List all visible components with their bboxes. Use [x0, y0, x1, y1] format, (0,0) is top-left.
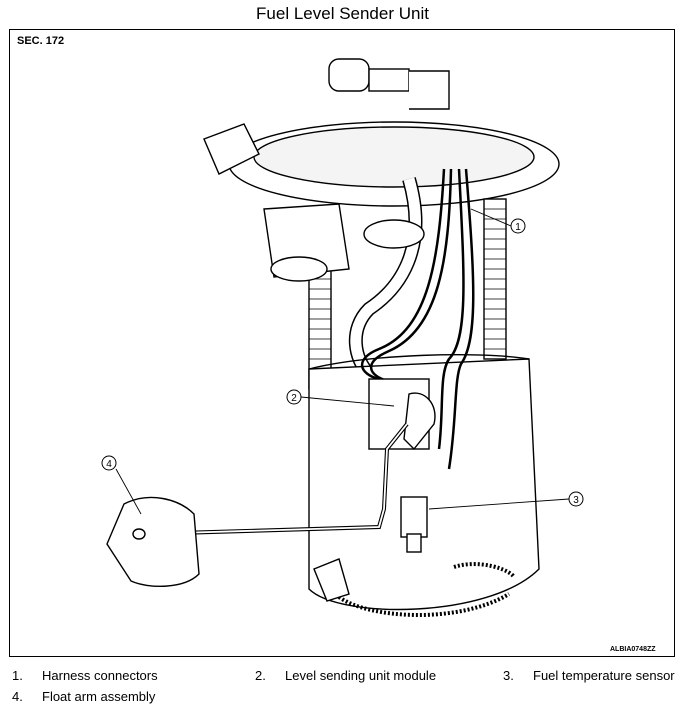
callout-1-label: 1 [515, 222, 521, 233]
callout-3-label: 3 [573, 495, 579, 506]
legend-num: 1. [12, 668, 23, 683]
reservoir-body [308, 358, 540, 611]
leader-4 [115, 468, 142, 515]
callout-2-label: 2 [291, 393, 297, 404]
image-code: ALBIA0748ZZ [610, 646, 656, 653]
filter-mesh [337, 592, 511, 617]
bottom-connector [313, 558, 350, 602]
legend-label: Level sending unit module [285, 668, 437, 683]
flange-inner [253, 126, 535, 188]
outlet-pipe [328, 58, 370, 92]
callout-2: 2 [286, 389, 302, 405]
leader-2 [300, 396, 395, 407]
flange-tab [203, 123, 260, 175]
section-label: SEC. 172 [17, 35, 65, 47]
fuel-sender-illustration: 1 2 3 4 [101, 58, 584, 617]
legend-label: Harness connectors [42, 668, 158, 683]
float [106, 496, 200, 588]
callout-3: 3 [568, 491, 584, 507]
temp-sensor [400, 496, 428, 538]
legend-num: 4. [12, 689, 23, 704]
legend-num: 2. [255, 668, 266, 683]
figure-title: Fuel Level Sender Unit [256, 4, 429, 23]
leader-1 [470, 208, 512, 227]
legend-label: Fuel temperature sensor [533, 668, 675, 683]
callout-1: 1 [510, 218, 526, 234]
callout-4: 4 [101, 455, 117, 471]
illustration-frame [9, 29, 675, 657]
legend-num: 3. [503, 668, 514, 683]
callout-4-label: 4 [106, 459, 112, 470]
leader-3 [428, 498, 570, 510]
wiring-harness [360, 168, 475, 470]
legend-label: Float arm assembly [42, 689, 156, 704]
